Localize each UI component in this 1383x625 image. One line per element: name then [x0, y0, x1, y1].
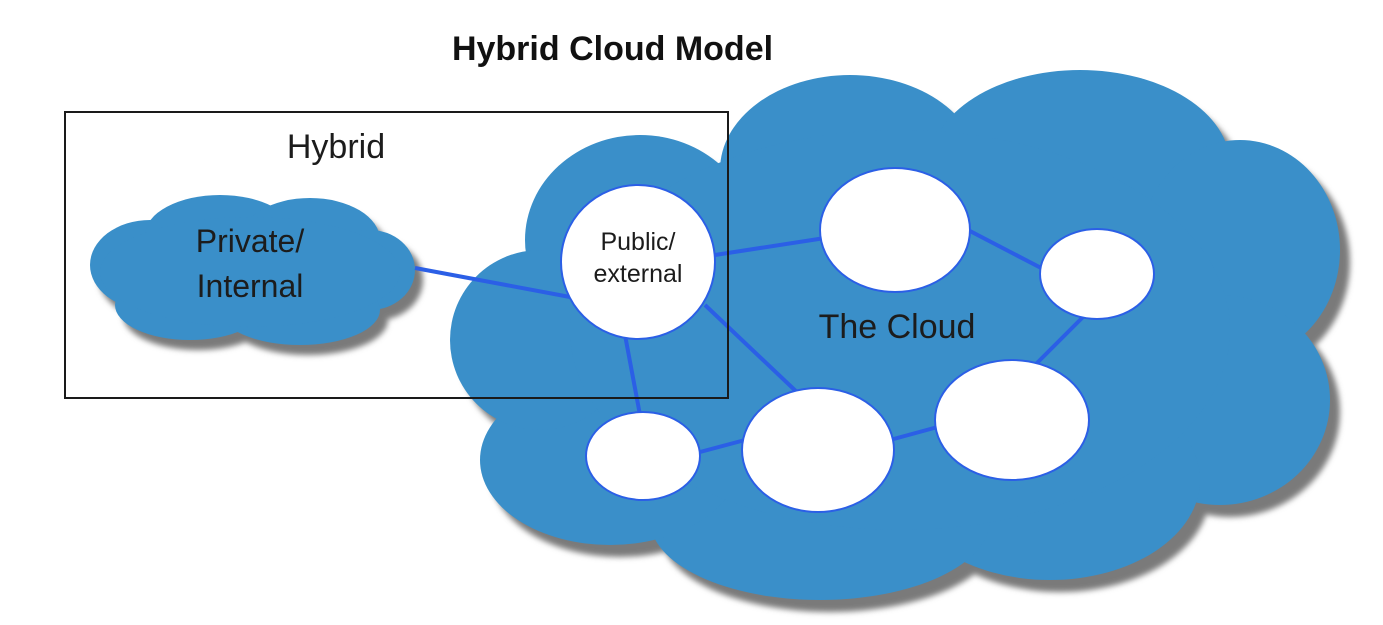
hybrid-boundary-box: [64, 111, 729, 399]
private-cloud-shape: [90, 195, 415, 345]
link-node2-node3: [967, 228, 1046, 272]
cloud-node-5: [934, 359, 1090, 481]
private-cloud-label-line1: Private/: [196, 223, 305, 259]
cloud-node-3: [1039, 228, 1155, 320]
connection-lines: [414, 228, 1087, 454]
link-private-public: [414, 266, 571, 299]
cloud-node-4: [741, 387, 895, 513]
diagram-title: Hybrid Cloud Model: [451, 30, 774, 68]
public-node: [560, 184, 716, 340]
cloud-node-2: [819, 167, 971, 293]
link-public-node6: [623, 334, 642, 416]
link-node3-node5: [1033, 313, 1087, 367]
cloud-node-6: [585, 411, 701, 501]
public-node-label-line2: external: [594, 260, 683, 288]
link-public-node4: [703, 303, 802, 397]
private-cloud-label-line2: Internal: [197, 268, 304, 304]
link-node6-node4: [699, 438, 746, 454]
hybrid-box-label: Hybrid: [287, 128, 385, 166]
public-node-label-line1: Public/: [600, 228, 675, 256]
link-public-node2: [714, 236, 826, 257]
cloud-nodes: [560, 167, 1155, 513]
public-cloud-label: The Cloud: [819, 308, 976, 346]
